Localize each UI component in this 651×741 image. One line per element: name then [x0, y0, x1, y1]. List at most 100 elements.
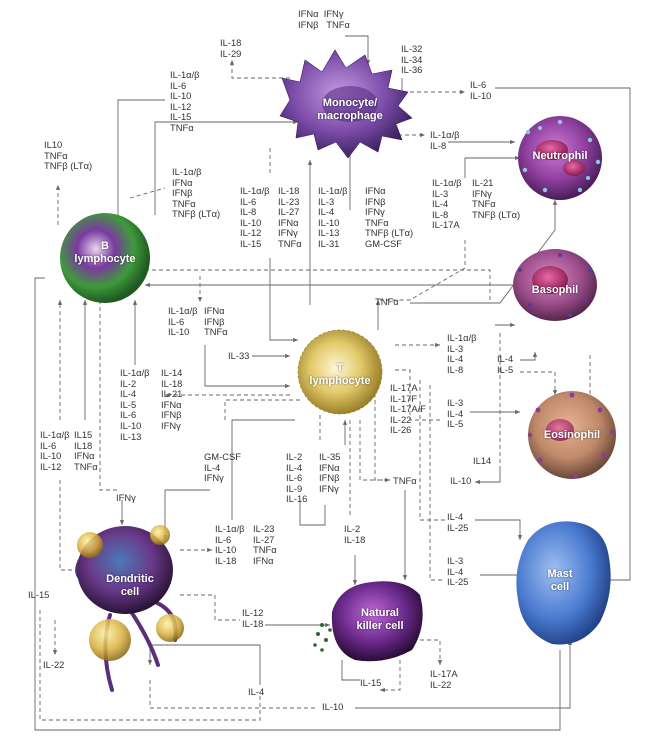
dendritic-bead	[156, 614, 184, 642]
cytokine-label: IL-4 IL-5	[497, 353, 514, 375]
basophil-nucleus	[532, 266, 568, 294]
cytokine-label: IL-32 IL-34 IL-36	[401, 43, 423, 76]
cytokine-label: IL-14 IL-18 IL-21 IFNα IFNβ IFNγ	[161, 367, 183, 431]
cytokine-label: IL-1α/β IL-3 IL-4 IL-8 IL-17A	[432, 177, 462, 231]
connector	[345, 35, 371, 65]
basophil-granules	[518, 253, 592, 317]
connector	[495, 87, 631, 583]
cytokine-label: IL-17A IL-22	[430, 668, 458, 690]
b-lymphocyte-label: B lymphocyte	[74, 240, 136, 265]
connector	[299, 500, 326, 526]
connector	[429, 385, 445, 581]
connector	[359, 420, 390, 483]
cytokine-label: IL-12 IL-18	[242, 607, 264, 629]
cytokine-label: IFNα IFNγ IFNβ TNFα	[298, 8, 350, 30]
connector	[129, 187, 166, 199]
cytokine-label: IL-10	[322, 701, 344, 712]
cytokine-label: IL14	[473, 455, 492, 466]
neutrophil-cell	[518, 116, 602, 200]
cytokine-label: IL-1α/β IL-6 IL-10 IL-12	[40, 429, 70, 472]
cytokine-label: IL-1α/β IL-6 IL-10 IL-18	[215, 523, 245, 566]
connector	[355, 640, 573, 709]
connector	[341, 660, 360, 681]
connector	[115, 99, 165, 222]
cytokine-label: IL-1α/β IFNα IFNβ TNFα TNFβ (LTα)	[172, 166, 221, 220]
dendritic-cell-label: Dendritic cell	[106, 573, 154, 598]
cytokine-label: IL-1α/β IL-6 IL-10 IL-12 IL-15 TNFα	[170, 69, 200, 133]
connector	[145, 269, 491, 300]
connector	[475, 470, 501, 485]
connector	[231, 419, 295, 520]
cytokine-label: IL-35 IFNα IFNβ IFNγ	[319, 451, 341, 494]
b-lymphocyte-body	[60, 213, 150, 303]
monocyte-macrophage-cell	[279, 49, 413, 159]
neutrophil-label: Neutrophil	[532, 150, 588, 162]
monocyte-nucleus	[322, 86, 378, 122]
cytokine-label: IL-2 IL-18	[344, 523, 366, 545]
mast-cell-label: Mast cell	[547, 568, 573, 593]
connector	[464, 155, 520, 178]
connector	[395, 369, 440, 421]
eosinophil-granules	[527, 392, 615, 479]
b-lymphocyte-cell	[60, 213, 150, 303]
basophil-cell	[513, 249, 597, 321]
cytokine-label: GM-CSF IL-4 IFNγ	[204, 451, 241, 484]
cytokine-label: IL-10	[450, 475, 472, 486]
t-lymphocyte-body	[297, 329, 383, 415]
cytokine-label: IL-21 IFNγ TNFα TNFβ (LTα)	[472, 177, 521, 220]
cytokine-label: IL-1α/β IL-6 IL-10	[168, 305, 198, 338]
eosinophil-nucleus	[546, 419, 574, 441]
dendritic-bead	[89, 619, 131, 661]
cytokine-label: IL-4 IL-25	[447, 511, 469, 533]
neutrophil-nucleus	[536, 140, 568, 160]
connector	[162, 489, 210, 540]
cytokine-label: IFNγ	[116, 492, 136, 503]
cytokine-label: IFNα IFNβ TNFα	[204, 305, 228, 338]
t-lymphocyte-label: T lymphocyte	[309, 362, 371, 387]
cytokine-label: IL15 IL18 IFNα TNFα	[74, 429, 98, 472]
dendritic-bead	[77, 532, 103, 558]
connector	[34, 277, 561, 731]
eosinophil-label: Eosinophil	[543, 429, 601, 441]
monocyte-macrophage-label: Monocyte/ macrophage	[317, 97, 383, 122]
connector	[224, 399, 300, 420]
neutrophil-granules	[522, 119, 601, 193]
cytokine-label: TNFα	[393, 475, 417, 486]
cytokine-label: IL-22	[43, 659, 65, 670]
cytokine-label: IL-1α/β IL-8	[430, 129, 460, 151]
mast-body	[516, 521, 611, 645]
cytokine-label: IL-18 IL-29	[220, 37, 242, 59]
connector	[380, 240, 466, 301]
nk-body	[331, 581, 423, 662]
connector	[147, 644, 261, 685]
dendritic-bead	[150, 525, 170, 545]
connector	[229, 60, 290, 79]
natural-killer-cell-label: Natural killer cell	[356, 607, 404, 632]
connector	[99, 300, 120, 491]
cytokine-label: IL10 TNFα TNFβ (LTα)	[44, 139, 93, 172]
connector	[39, 610, 261, 721]
connector	[204, 345, 290, 389]
cytokine-label: IL-1α/β IL-2 IL-4 IL-5 IL-6 IL-10 IL-13	[120, 367, 150, 442]
connector	[180, 594, 240, 621]
connector	[380, 660, 401, 693]
connector	[154, 119, 298, 215]
connector	[475, 519, 523, 540]
cytokine-label: IL-15	[360, 677, 382, 688]
cytokine-label: IL-6 IL-10	[470, 79, 492, 101]
cytokine-label: IFNα IFNβ IFNγ TNFα TNFβ (LTα) GM-CSF	[365, 185, 414, 249]
cytokine-label: IL-33	[228, 350, 250, 361]
connector	[149, 680, 315, 709]
dendritic-cell	[75, 525, 184, 692]
connector	[374, 365, 390, 481]
cytokine-label: IL-2 IL-4 IL-6 IL-9 IL-16	[286, 451, 308, 505]
connector	[420, 639, 443, 665]
connectors	[34, 35, 631, 731]
eosinophil-cell	[527, 391, 616, 479]
mast-cell	[516, 521, 611, 645]
cytokine-label: IL-18 IL-23 IL-27 IFNα IFNγ TNFα	[278, 185, 302, 249]
nk-granules	[313, 623, 332, 652]
cytokine-label: IL-15	[28, 589, 50, 600]
connector	[419, 380, 445, 521]
